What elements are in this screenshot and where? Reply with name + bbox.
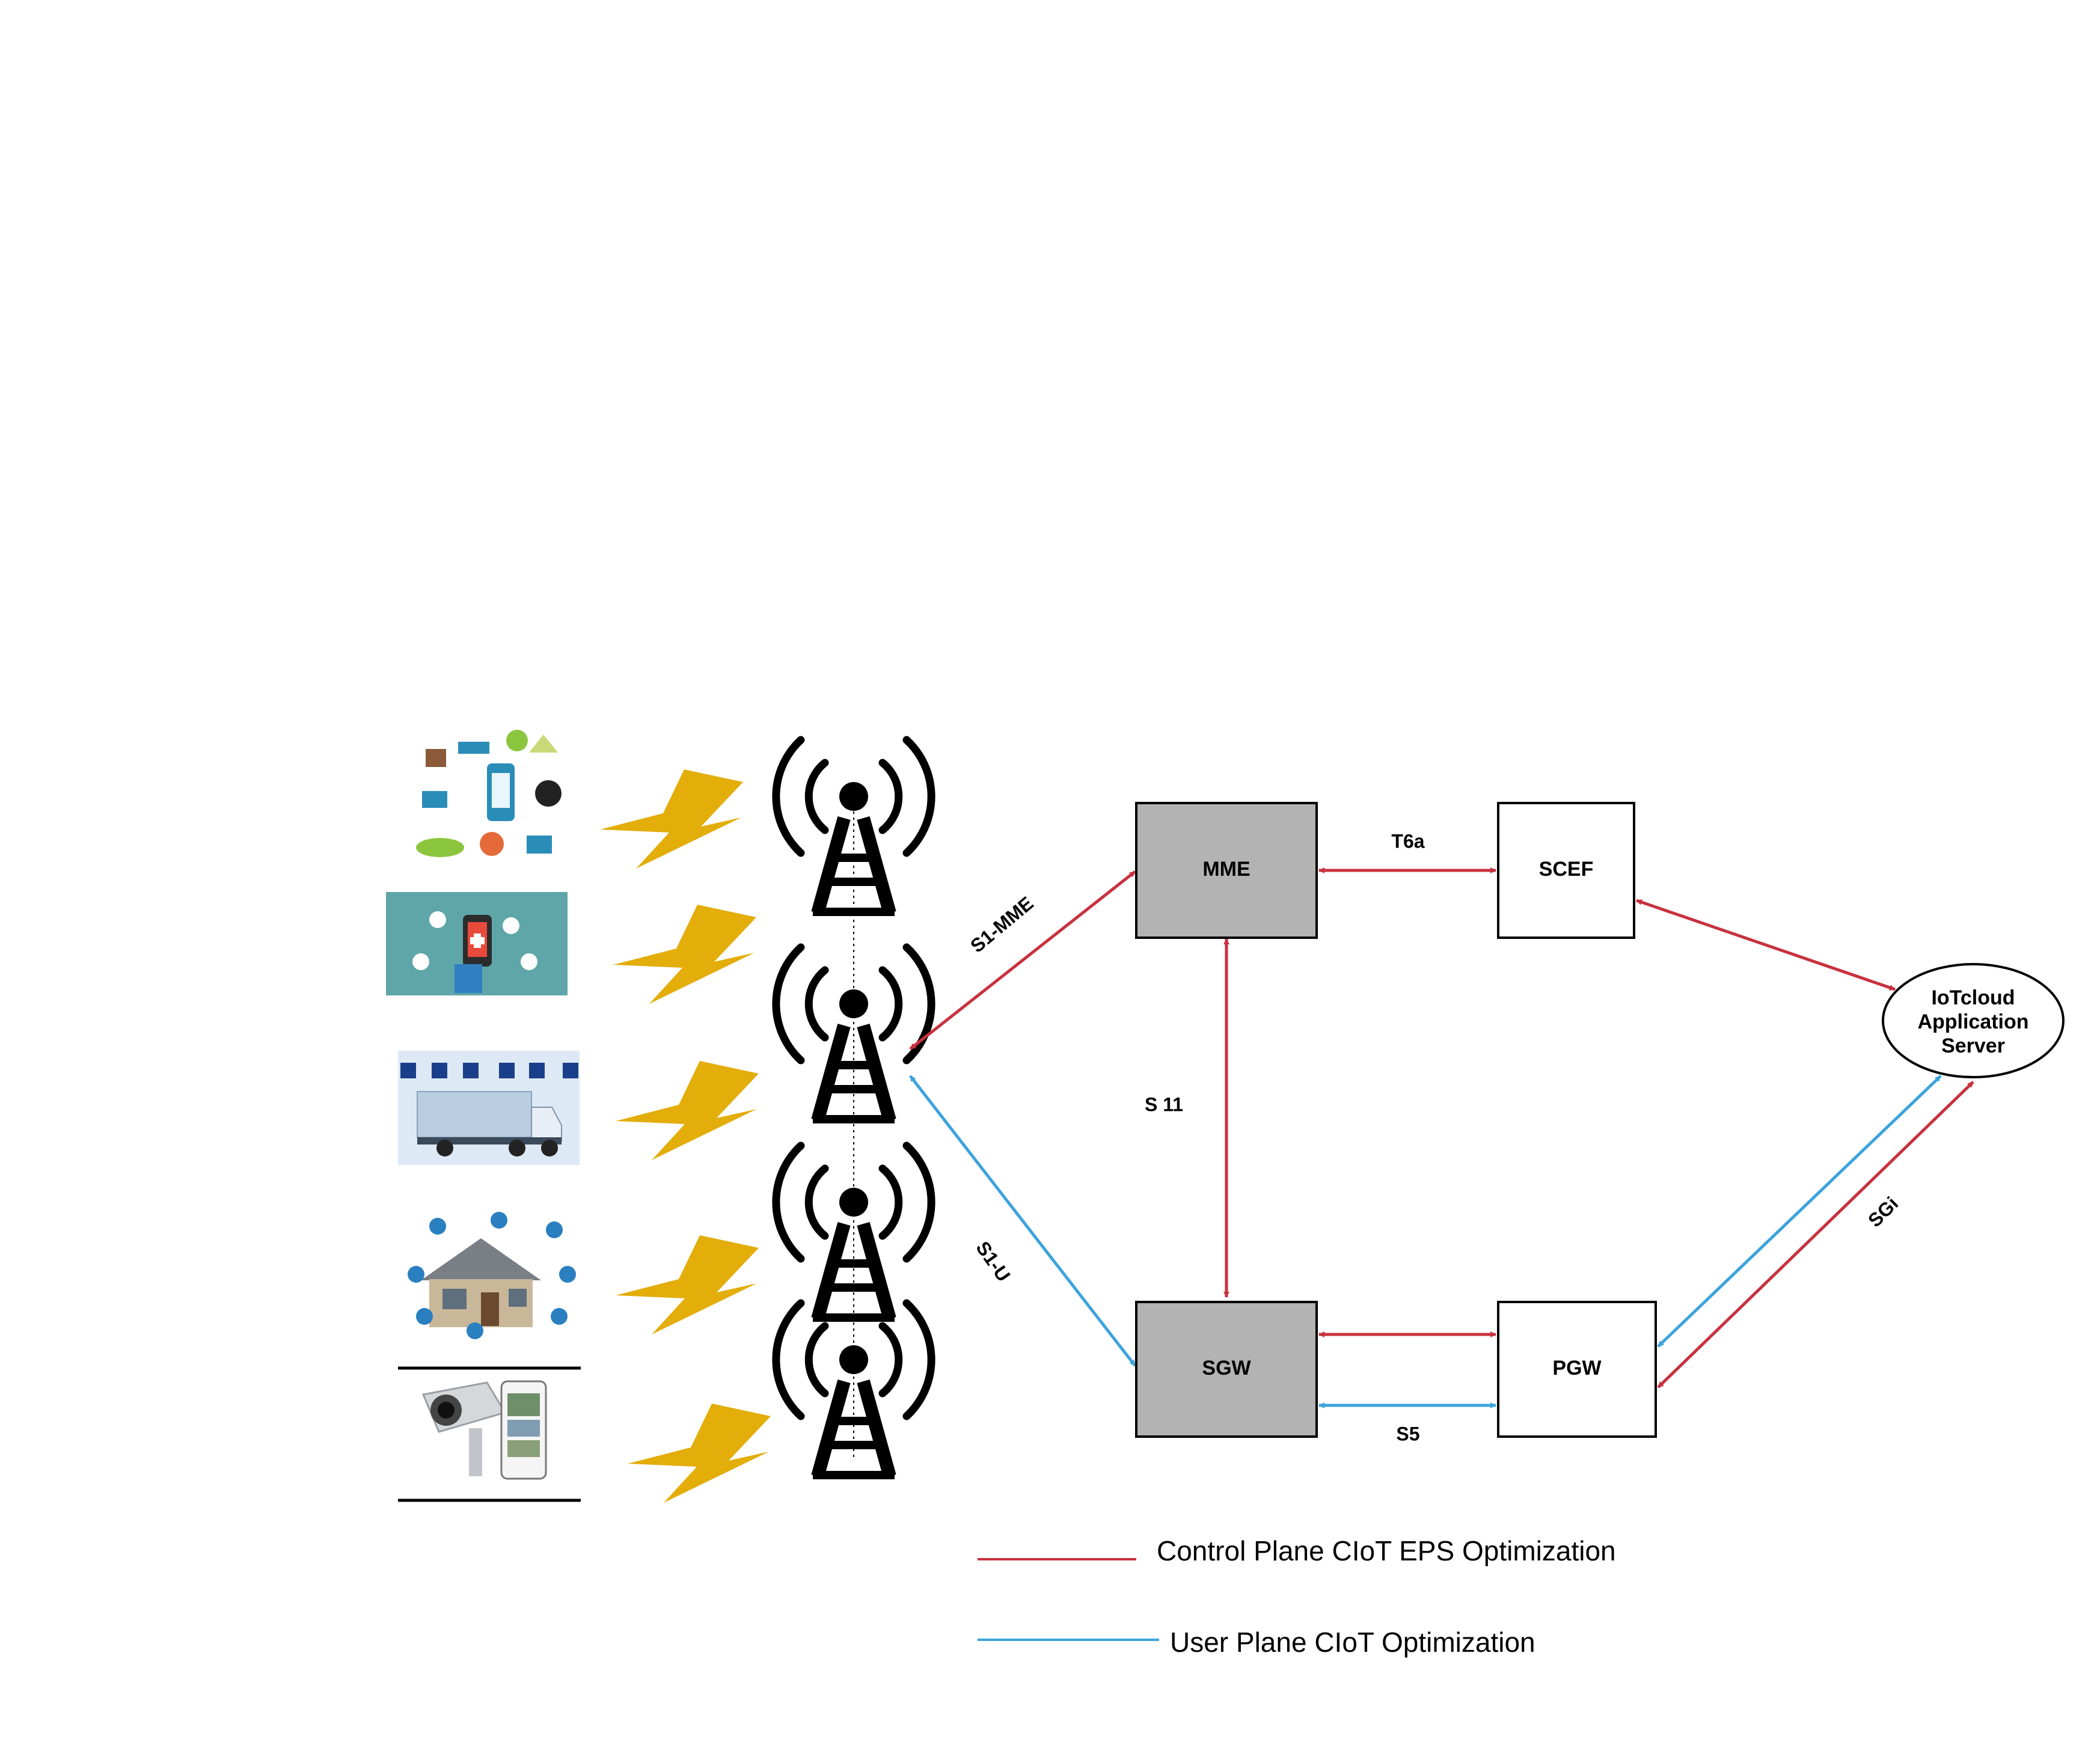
sgw-label: SGW <box>1202 1357 1251 1380</box>
sgi-label: SGi <box>1864 1193 1902 1231</box>
device-ehealth-icon <box>386 892 568 995</box>
lightning-bolt-icon <box>616 1061 759 1160</box>
mme-node[interactable]: MME <box>1135 802 1318 939</box>
legend: Control Plane CIoT EPS Optimization User… <box>978 1535 1616 1658</box>
device-security-camera-icon <box>398 1366 581 1502</box>
s5-label: S5 <box>1396 1423 1419 1444</box>
legend-user-plane-label: User Plane CIoT Optimization <box>1170 1627 1535 1658</box>
server-label-line-2: Application <box>1917 1010 2028 1033</box>
t6a-label: T6a <box>1391 830 1424 852</box>
server-label-line-3: Server <box>1941 1034 2005 1057</box>
scef-label: SCEF <box>1539 858 1594 881</box>
sgi-control-link <box>1657 1081 1974 1389</box>
radio-tower-icon <box>776 740 931 913</box>
scef-server-link <box>1636 899 1896 991</box>
sgw-node[interactable]: SGW <box>1135 1301 1318 1438</box>
lightning-bolt-icon <box>600 769 743 869</box>
lightning-bolt-icon <box>628 1404 771 1503</box>
s1-mme-label: S1-MME <box>966 892 1037 957</box>
lightning-bolt-icon <box>616 1235 759 1334</box>
device-truck-fleet-icon <box>398 1051 580 1165</box>
s1-mme-link <box>909 870 1136 1050</box>
iot-cloud-server-node[interactable]: IoTcloud Application Server <box>1882 963 2065 1078</box>
s1-u-link <box>909 1075 1136 1367</box>
mme-label: MME <box>1202 858 1250 881</box>
pgw-node[interactable]: PGW <box>1497 1301 1657 1438</box>
s11-label: S 11 <box>1145 1093 1183 1115</box>
scef-node[interactable]: SCEF <box>1497 802 1635 939</box>
lightning-bolt-icon <box>613 905 756 1004</box>
server-label-line-1: IoTcloud <box>1931 986 2015 1009</box>
device-smart-home-icon <box>398 1208 580 1344</box>
device-smart-city-icon <box>406 727 562 869</box>
s1-u-label: S1-U <box>972 1237 1014 1285</box>
pgw-label: PGW <box>1552 1357 1602 1380</box>
legend-control-plane-label: Control Plane CIoT EPS Optimization <box>1157 1535 1616 1566</box>
